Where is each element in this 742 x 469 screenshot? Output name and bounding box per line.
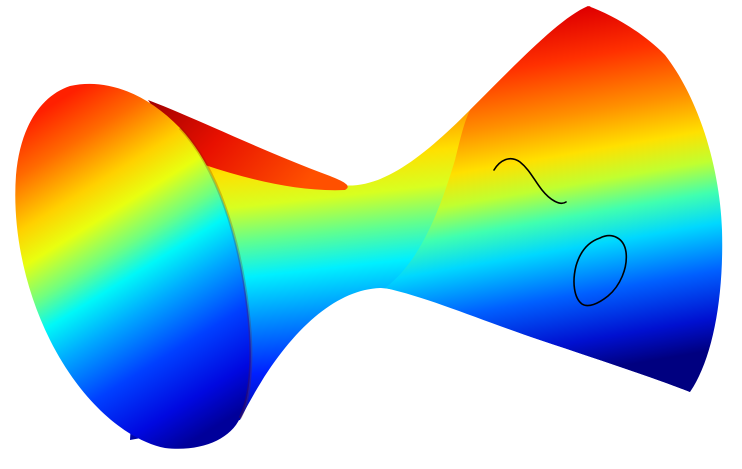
closed-loop-curve [573, 234, 628, 307]
cap-rim-shade [178, 126, 253, 419]
surface-left-cap [15, 83, 251, 449]
surface-right-flare [385, 6, 723, 392]
surface-inner-band [148, 100, 348, 191]
wavy-curve [493, 158, 567, 205]
